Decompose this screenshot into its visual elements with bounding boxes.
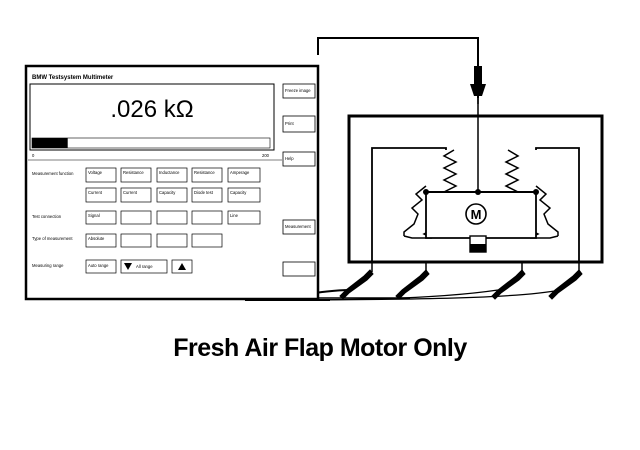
side-button[interactable] (282, 219, 316, 235)
range-button[interactable] (85, 259, 117, 274)
function-button-label: Inductance (159, 170, 180, 175)
function-button[interactable] (156, 187, 188, 203)
type-button[interactable] (120, 233, 152, 248)
scale-max: 200 (262, 153, 270, 158)
connection-buttons: Signal Line (85, 210, 261, 225)
test-probe-3 (491, 269, 526, 300)
top-test-probe (470, 66, 486, 104)
side-button[interactable] (282, 261, 316, 277)
function-button[interactable] (156, 167, 188, 183)
row-label-type: Type of measurement (32, 236, 73, 241)
junction-dot-right (533, 189, 539, 195)
side-button-label: Measurement (285, 224, 311, 229)
right-winding-core (535, 185, 559, 236)
range-button-label: Auto range (88, 263, 109, 268)
range-buttons: Auto range All range (85, 259, 193, 274)
function-button-label: Amperage (230, 170, 250, 175)
function-button-label: Capacity (230, 190, 247, 195)
function-buttons-a: Voltage Resistance Inductance Resistance… (85, 167, 261, 183)
connection-button[interactable] (85, 210, 117, 225)
side-button[interactable] (282, 151, 316, 167)
test-probe-2 (395, 269, 430, 300)
figure-caption: Fresh Air Flap Motor Only (173, 334, 467, 362)
function-button-label: Capacity (159, 190, 176, 195)
probe-body (470, 84, 486, 96)
resistance-reading: .026 kΩ (110, 96, 193, 123)
function-button[interactable] (120, 187, 152, 203)
housing-inner-outline (371, 147, 580, 262)
screen-title: BMW Testsystem Multimeter (32, 75, 114, 81)
function-button-label: Current (88, 190, 103, 195)
side-button-label: Print (285, 121, 294, 126)
left-winding-core (403, 185, 427, 236)
type-button-label: Absolute (88, 236, 105, 241)
row-label-connection: Test connection (32, 214, 62, 219)
function-button[interactable] (227, 167, 261, 183)
connection-button-label: Line (230, 213, 239, 218)
down-arrow-icon (124, 263, 132, 270)
junction-dot-left (423, 189, 429, 195)
function-button[interactable] (191, 187, 223, 203)
side-button[interactable] (282, 83, 316, 99)
motor-label: M (471, 207, 482, 222)
row-label-range: Measuring range (32, 263, 64, 268)
up-arrow-icon (178, 263, 186, 270)
lead-top (317, 37, 479, 98)
function-button-label: Current (123, 190, 138, 195)
type-button[interactable] (191, 233, 223, 248)
connection-button[interactable] (227, 210, 261, 225)
function-button-label: Resistance (194, 170, 215, 175)
side-button-label: Help (285, 156, 294, 161)
side-buttons: Freeze image Print Help Measurement (282, 83, 316, 277)
junction-dot-center (475, 189, 481, 195)
row-label-function: Measurement function (32, 171, 74, 176)
function-button[interactable] (120, 167, 152, 183)
function-button[interactable] (191, 167, 223, 183)
test-probe-4 (548, 269, 583, 300)
function-button[interactable] (85, 167, 117, 183)
test-probe-1 (339, 269, 374, 300)
function-button-label: Diode test (194, 190, 214, 195)
bar-graph-fill (32, 138, 68, 148)
range-button-label: All range (136, 264, 153, 269)
side-button[interactable] (282, 115, 316, 133)
motor-connector-fill (470, 244, 486, 252)
type-button[interactable] (85, 233, 117, 248)
multimeter-screen: BMW Testsystem Multimeter .026 kΩ 0 200 … (24, 64, 320, 301)
connection-button-label: Signal (88, 213, 100, 218)
motor-symbol (465, 203, 487, 225)
function-button[interactable] (227, 187, 261, 203)
type-button[interactable] (156, 233, 188, 248)
probe-handle (474, 66, 482, 84)
connection-button[interactable] (120, 210, 152, 225)
function-button-label: Resistance (123, 170, 144, 175)
scale-min: 0 (32, 153, 35, 158)
function-button[interactable] (85, 187, 117, 203)
connection-button[interactable] (156, 210, 188, 225)
bottom-test-probes (339, 269, 583, 300)
motor-housing: M (347, 98, 604, 272)
type-buttons: Absolute (85, 233, 223, 248)
function-button-label: Voltage (88, 170, 103, 175)
function-buttons-b: Current Current Capacity Diode test Capa… (85, 187, 261, 203)
connection-button[interactable] (191, 210, 223, 225)
side-button-label: Freeze image (285, 88, 311, 93)
range-button[interactable] (120, 259, 168, 274)
